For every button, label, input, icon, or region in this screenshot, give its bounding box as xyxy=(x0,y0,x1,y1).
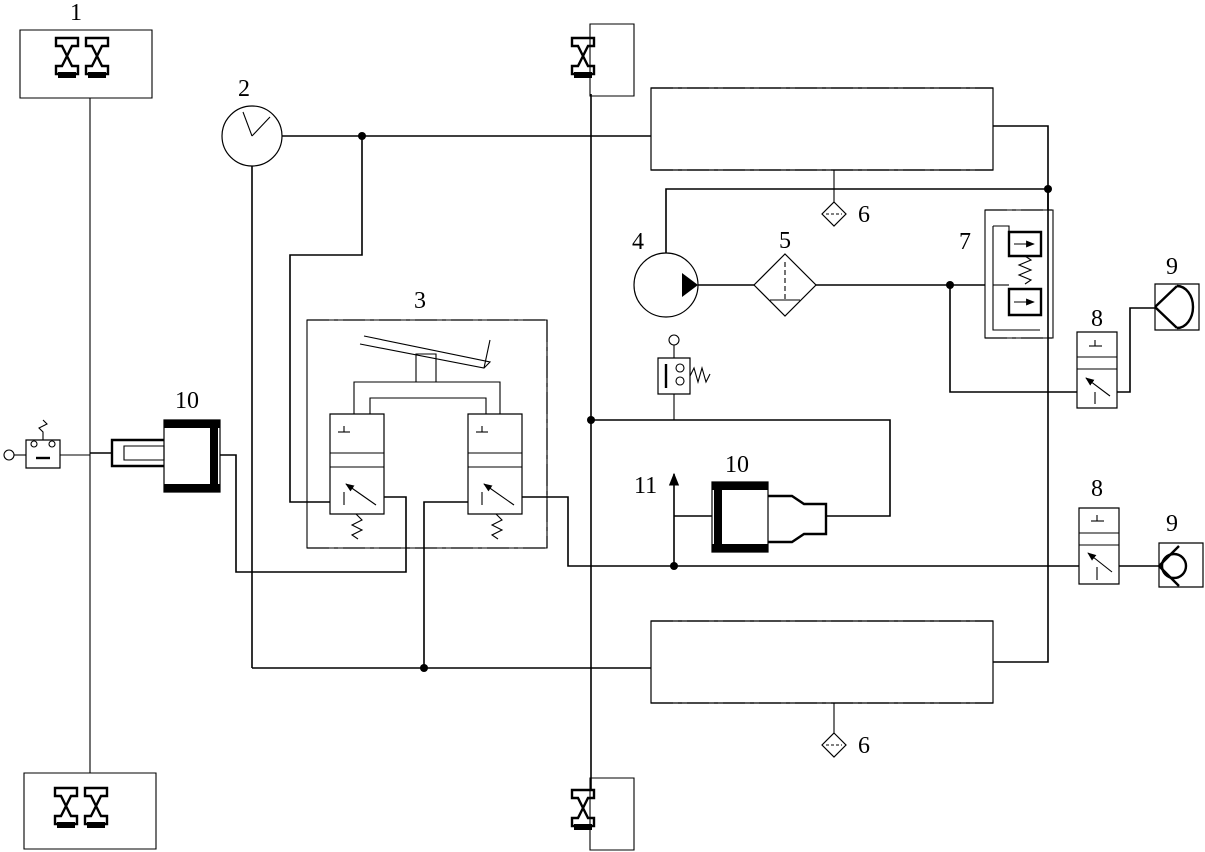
drain-valve-top xyxy=(822,170,846,226)
label-quick-release-bottom: 8 xyxy=(1091,476,1103,502)
drain-valve-bottom xyxy=(822,703,846,757)
coupling-head-top xyxy=(1155,284,1199,330)
brake-group-top-left xyxy=(20,30,152,98)
label-drain-bottom: 6 xyxy=(858,733,870,759)
brake-single-top-center xyxy=(570,24,634,96)
air-filter xyxy=(754,254,816,316)
slack-adjuster-center xyxy=(658,335,710,420)
label-chamber-right: 10 xyxy=(725,452,749,478)
reservoir-top xyxy=(651,88,993,170)
label-quick-release-top: 8 xyxy=(1091,306,1103,332)
label-filter: 5 xyxy=(779,228,791,254)
pressure-regulator xyxy=(985,210,1053,338)
pressure-gauge xyxy=(222,106,282,166)
reservoir-bottom xyxy=(651,621,993,703)
quick-release-valve-top xyxy=(1077,332,1117,408)
label-coupling-bottom: 9 xyxy=(1166,511,1178,537)
brake-chamber-right xyxy=(712,482,826,552)
label-chamber-left: 10 xyxy=(175,388,199,414)
label-brake-valve: 3 xyxy=(414,288,426,314)
compressor xyxy=(634,253,698,317)
label-pressure-regulator: 7 xyxy=(959,229,971,255)
label-brake-group: 1 xyxy=(70,0,82,26)
label-arrow-11: 11 xyxy=(634,473,657,499)
label-gauge: 2 xyxy=(238,76,250,102)
label-drain-top: 6 xyxy=(858,202,870,228)
brake-valve xyxy=(307,320,547,548)
quick-release-valve-bottom xyxy=(1079,508,1119,584)
slack-adjuster-left xyxy=(4,420,90,468)
label-coupling-top: 9 xyxy=(1166,254,1178,280)
brake-group-bottom-left xyxy=(24,773,156,849)
coupling-head-bottom xyxy=(1159,543,1203,587)
brake-single-bottom-center xyxy=(570,778,634,850)
label-compressor: 4 xyxy=(632,229,644,255)
brake-chamber-left xyxy=(90,420,220,492)
